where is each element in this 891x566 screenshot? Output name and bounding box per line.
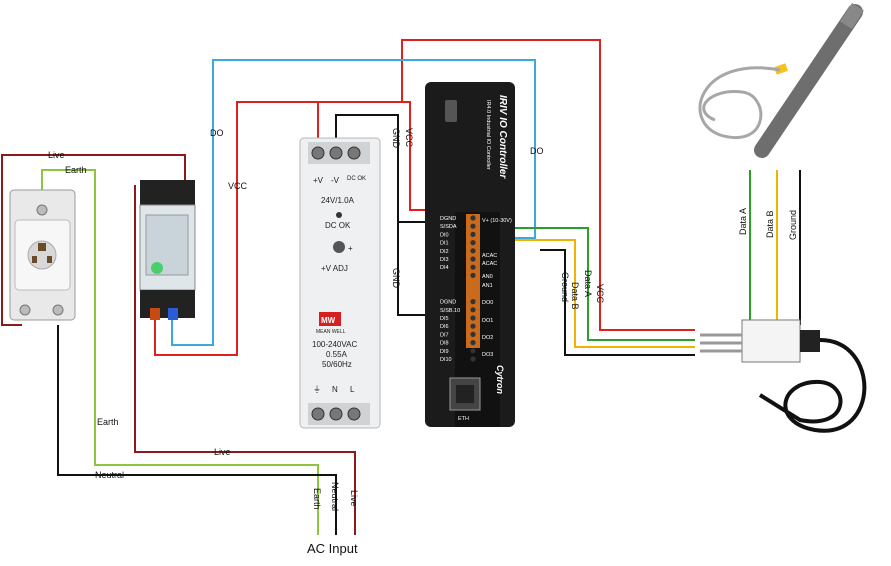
controller-pin-label: DI0 — [440, 232, 449, 238]
controller-terminal — [470, 231, 476, 237]
io-controller: IRIV IO Controller IR4.0 Industrial IO C… — [425, 82, 515, 427]
vcc-wire-label: VCC — [228, 181, 248, 191]
controller-io-label: DO0 — [482, 300, 493, 306]
gnd-wire-label: GND — [391, 128, 401, 149]
meanwell-logo — [319, 312, 341, 326]
psu-rating-dc: 24V/1.0A — [321, 196, 355, 205]
data-b-wire — [470, 170, 778, 348]
controller-pin-label: DI3 — [440, 257, 449, 263]
controller-terminal — [470, 331, 476, 337]
controller-terminal — [470, 215, 476, 221]
controller-terminal — [470, 240, 476, 246]
psu-input-freq: 50/60Hz — [322, 360, 352, 369]
controller-terminal — [470, 223, 476, 229]
gnd-wire — [335, 114, 695, 356]
controller-pin-label: DI9 — [440, 349, 449, 355]
controller-io-label: ACAC — [482, 253, 497, 259]
controller-io-label: AN0 — [482, 274, 493, 280]
controller-pin-label: DI10 — [440, 357, 452, 363]
controller-title: IRIV IO Controller — [497, 95, 508, 179]
controller-top-label: V+ (10-30V) — [482, 218, 512, 224]
ground-wire-label: Ground — [560, 272, 570, 302]
psu-terminal-l: L — [350, 385, 355, 394]
live-wire — [1, 154, 356, 535]
controller-pin-label: DGND — [440, 300, 456, 306]
controller-pin-label: S/SDA — [440, 224, 457, 230]
controller-terminal — [470, 340, 476, 346]
earth-wire-label: Earth — [65, 165, 87, 175]
gnd-wire-label: GND — [391, 268, 401, 289]
controller-io-label: AN1 — [482, 283, 493, 289]
controller-terminal — [470, 272, 476, 278]
psu-input-range: 100-240VAC — [312, 340, 357, 349]
neutral-wire-label: Neutral — [95, 470, 124, 480]
controller-pin-label: DI4 — [440, 265, 449, 271]
data-a-wire-label: Data A — [583, 270, 593, 297]
controller-terminal — [470, 256, 476, 262]
controller-pin-label: DI5 — [440, 316, 449, 322]
do-wire-label: DO — [530, 146, 544, 156]
psu-terminal-earth: ⏚ — [313, 385, 321, 394]
data-a-wire-label: Data A — [738, 208, 748, 235]
controller-eth: ETH — [458, 416, 469, 422]
controller-pin-label: DGND — [440, 216, 456, 222]
psu-dc-ok: DC OK — [325, 221, 351, 230]
neutral-wire — [57, 325, 337, 535]
wall-socket — [9, 189, 76, 321]
controller-terminal — [470, 264, 476, 270]
controller-terminal — [470, 315, 476, 321]
humidity-sensor — [698, 2, 867, 433]
controller-terminal — [470, 323, 476, 329]
controller-brand: Cytron — [495, 365, 505, 395]
psu-terminal-pos: +V — [313, 176, 324, 185]
psu-terminal-dcok: DC OK — [347, 176, 366, 182]
live-wire-label: Live — [48, 150, 65, 160]
psu-adj: +V ADJ — [321, 264, 348, 273]
ac-input-label: AC Input — [307, 541, 358, 556]
controller-io-label: DO3 — [482, 352, 493, 358]
controller-pin-label: DI1 — [440, 241, 449, 247]
live-wire-label: Live — [349, 490, 359, 507]
data-b-wire-label: Data B — [765, 210, 775, 238]
controller-terminal — [470, 356, 476, 362]
power-supply: +V -V DC OK 24V/1.0A DC OK + +V ADJ MW M… — [299, 137, 381, 429]
controller-pin-label: DI7 — [440, 332, 449, 338]
controller-terminal — [470, 248, 476, 254]
controller-pin-label: DI2 — [440, 249, 449, 255]
controller-subtitle: IR4.0 Industrial IO Controller — [485, 100, 491, 170]
controller-terminal — [470, 348, 476, 354]
do-wire-label: DO — [210, 128, 224, 138]
live-wire-label: Live — [214, 447, 231, 457]
do-wire — [171, 59, 536, 346]
data-b-wire-label: Data B — [570, 282, 580, 310]
neutral-wire-label: Neutral — [330, 482, 340, 511]
earth-wire — [41, 169, 319, 535]
earth-wire-label: Earth — [97, 417, 119, 427]
earth-wire-label: Earth — [312, 488, 322, 510]
data-a-wire — [470, 170, 751, 341]
vcc-wire-label: VCC — [404, 128, 414, 148]
controller-io-label: ACAC — [482, 261, 497, 267]
psu-brand: MEAN WELL — [316, 329, 346, 335]
ground-wire-label: Ground — [788, 210, 798, 240]
relay-module — [139, 180, 196, 320]
controller-pin-label: S/SB.10 — [440, 308, 460, 314]
psu-terminal-n: N — [332, 385, 338, 394]
controller-terminal — [470, 299, 476, 305]
controller-pin-label: DI6 — [440, 324, 449, 330]
controller-pin-label: DI8 — [440, 341, 449, 347]
controller-terminal — [470, 307, 476, 313]
controller-io-label: DO2 — [482, 335, 493, 341]
vcc-wire-label: VCC — [595, 284, 605, 304]
meanwell-logo-mark: MW — [321, 316, 336, 325]
psu-input-current: 0.55A — [326, 350, 348, 359]
psu-adj-plus-glyph: + — [348, 244, 353, 253]
controller-io-label: DO1 — [482, 318, 493, 324]
psu-terminal-neg: -V — [331, 176, 340, 185]
